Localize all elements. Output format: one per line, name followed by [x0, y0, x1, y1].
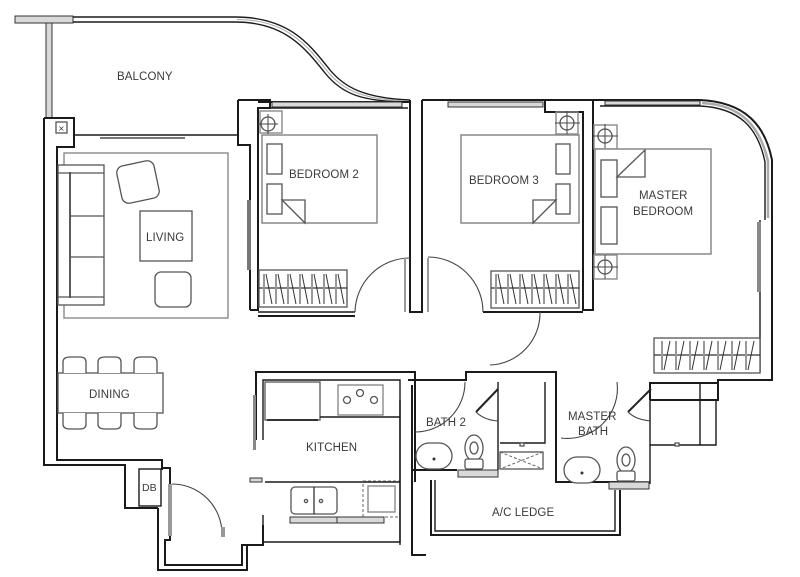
living-label: LIVING [146, 232, 184, 244]
kitchen-label: KITCHEN [306, 442, 357, 454]
dining-area: DINING [57, 356, 164, 430]
bath2-label: BATH 2 [426, 417, 466, 429]
master-bedroom-label-line2: BEDROOM [633, 206, 693, 218]
living-room: LIVING × [55, 121, 251, 319]
exterior-walls [43, 99, 773, 509]
db-label: DB [142, 482, 157, 494]
master-bath: MASTER BATH [519, 380, 719, 490]
dining-label: DINING [89, 389, 130, 401]
bedroom3-label: BEDROOM 3 [469, 175, 539, 187]
balcony-area: BALCONY [14, 15, 411, 119]
master-bath-label-line2: BATH [578, 426, 608, 438]
ac-ledge-label: A/C LEDGE [492, 507, 554, 519]
kitchen: KITCHEN [249, 371, 416, 543]
entrance: DB [138, 460, 264, 571]
bedroom-3: BEDROOM 3 [427, 111, 583, 366]
bedroom2-label: BEDROOM 2 [289, 169, 359, 181]
bath-2: BATH 2 A/C LEDGE [399, 371, 621, 556]
master-bath-label-line1: MASTER [568, 411, 617, 423]
balcony-label: BALCONY [117, 71, 173, 83]
master-bedroom-label-line1: MASTER [639, 190, 688, 202]
bedroom-2: BEDROOM 2 [257, 108, 411, 317]
svg-text:×: × [58, 124, 65, 133]
master-bedroom: MASTER BEDROOM [593, 124, 761, 374]
